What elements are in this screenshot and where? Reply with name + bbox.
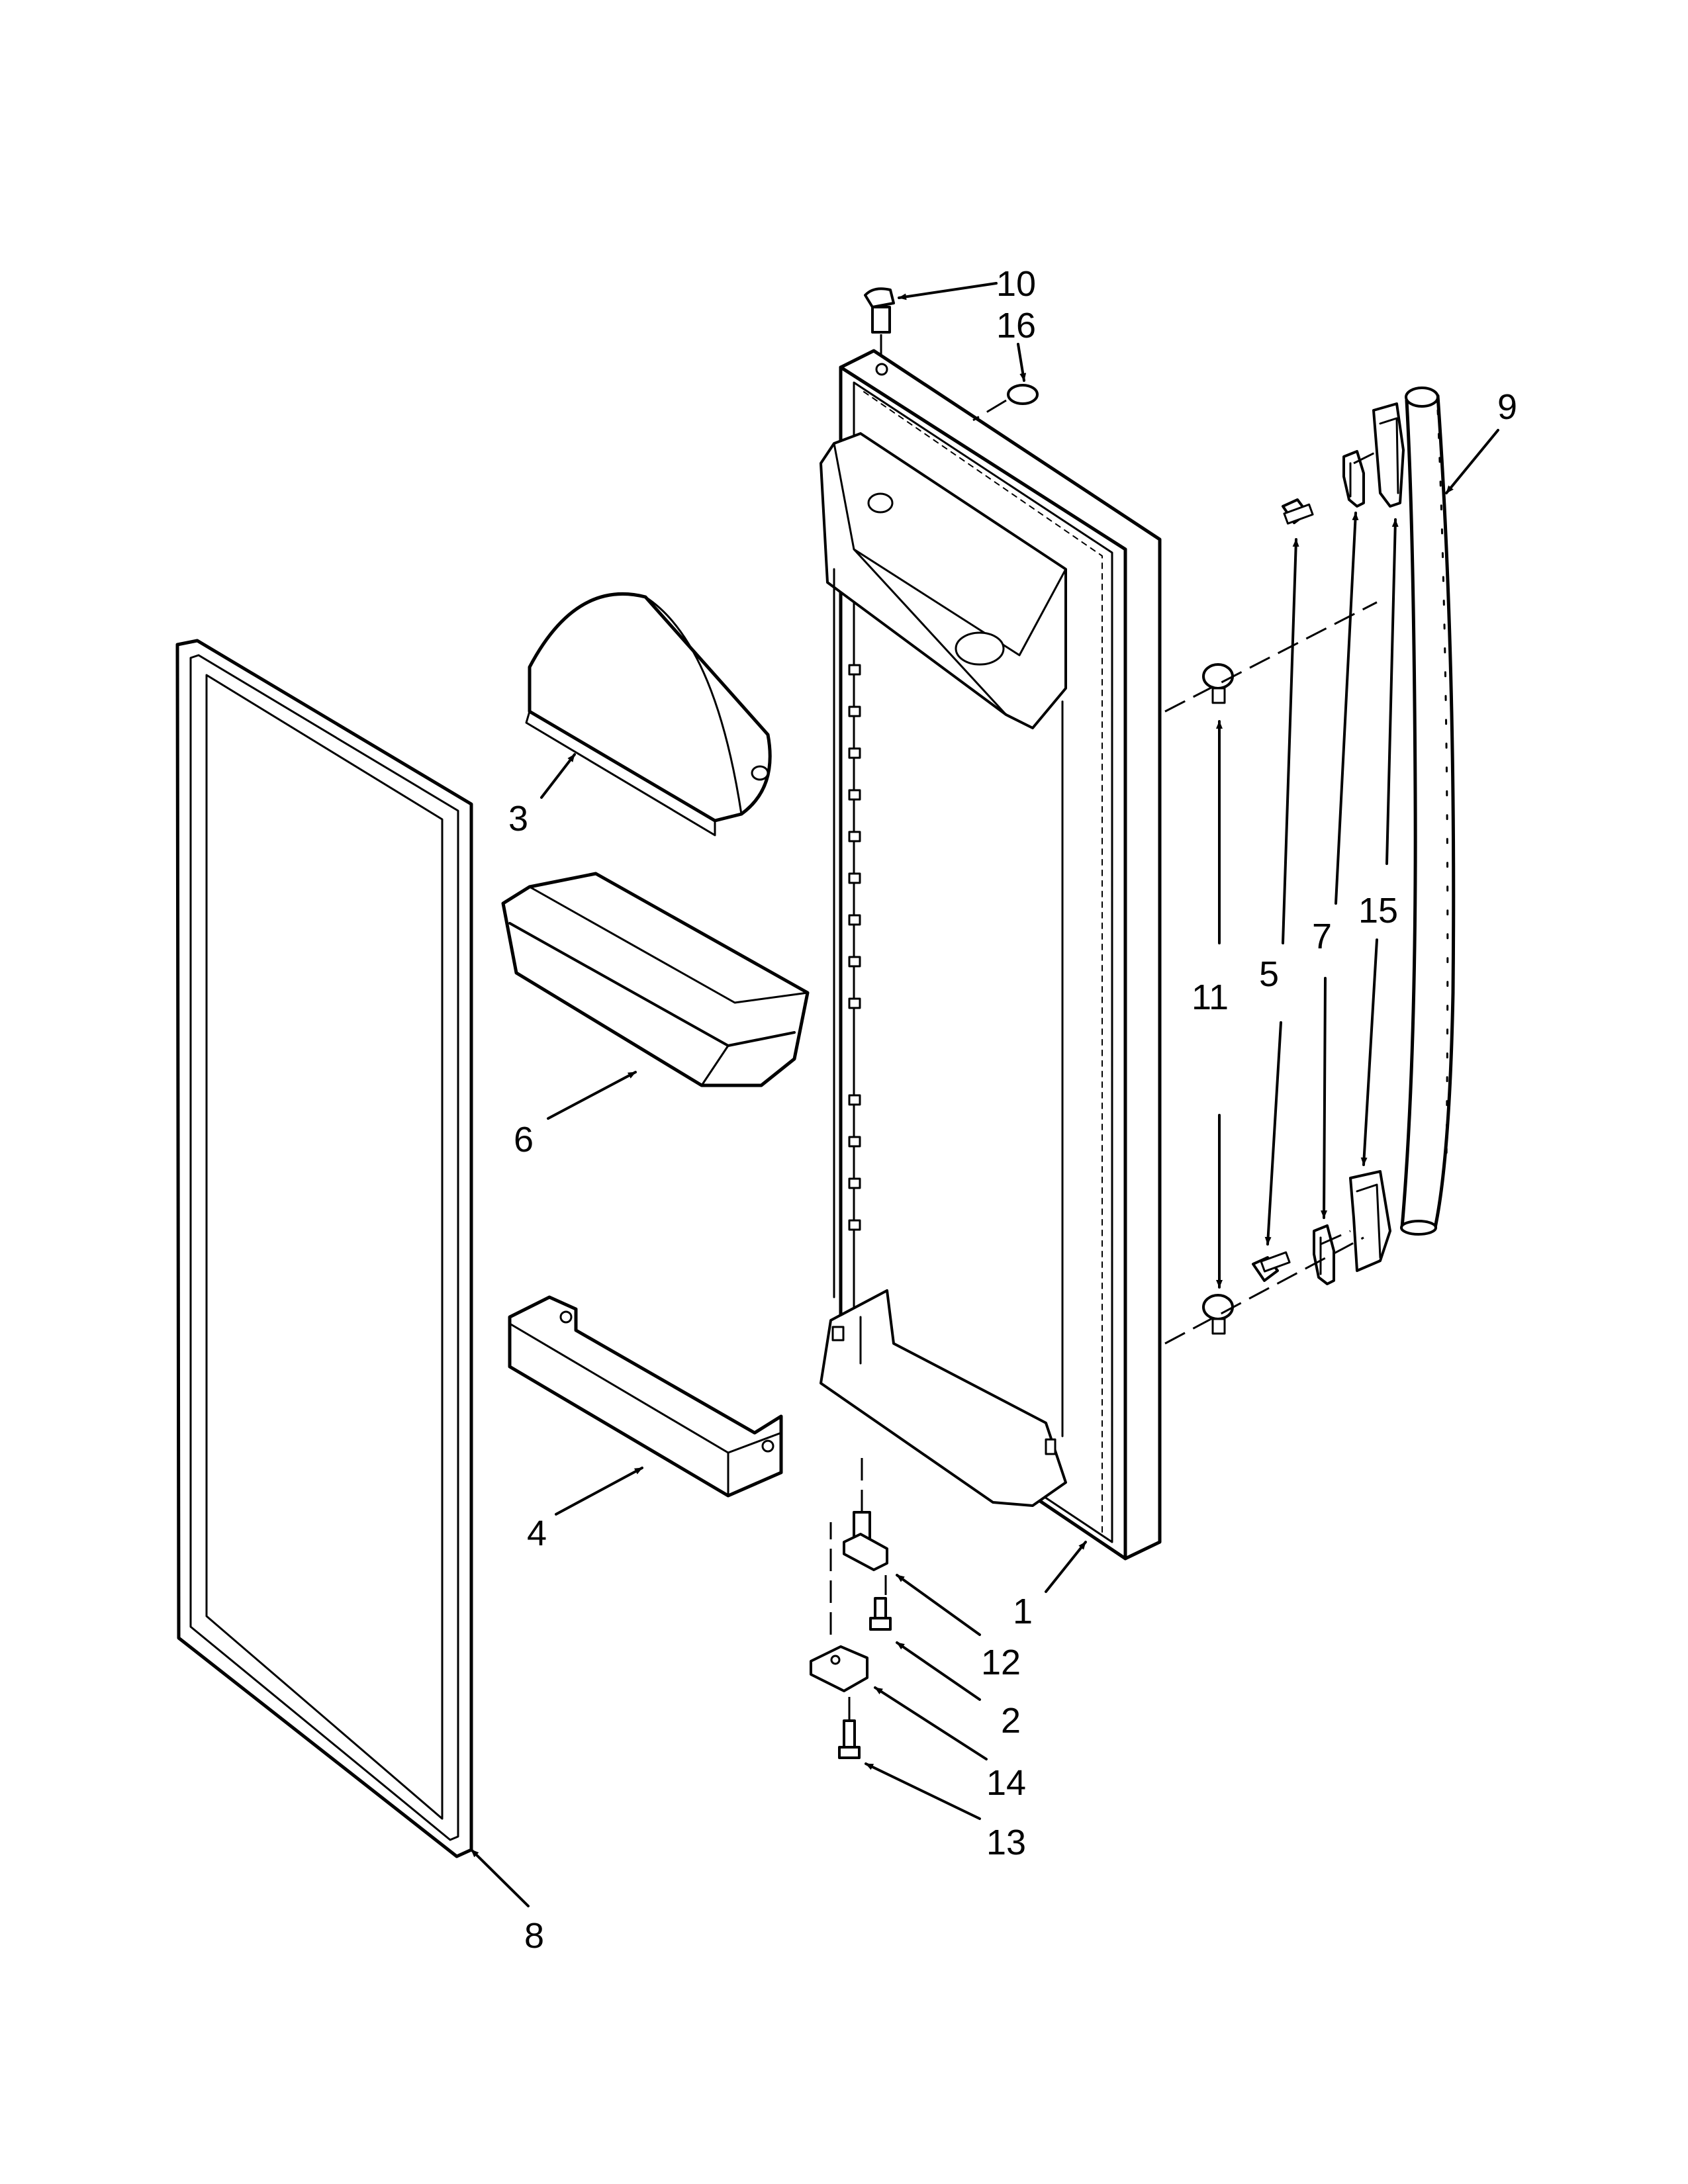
leader-lines (470, 282, 1499, 1907)
callout-1: 1 (1013, 1592, 1033, 1631)
callout-2: 2 (1001, 1701, 1021, 1741)
callout-11: 11 (1192, 978, 1229, 1017)
door-handle-part (1400, 387, 1456, 1236)
callout-14: 14 (986, 1763, 1026, 1803)
liner-clips (848, 664, 861, 1231)
callout-15: 15 (1358, 891, 1398, 931)
washer-part (972, 384, 1039, 422)
hinge-bushing-part (864, 287, 895, 357)
handle-end-cap-top-part (1372, 402, 1405, 508)
handle-bracket-top-part (1342, 450, 1365, 508)
callout-9: 9 (1497, 387, 1517, 427)
handle-bracket-bottom-part (1313, 1224, 1335, 1285)
stud-top-part (1202, 663, 1234, 704)
hinge-bracket-part (810, 1522, 868, 1692)
callout-labels: 10 16 9 3 11 5 7 15 6 4 1 12 2 14 13 8 (508, 264, 1517, 1956)
refrigerator-door-part (820, 349, 1162, 1561)
callout-8: 8 (524, 1916, 544, 1956)
door-shelf-bar-part (508, 1295, 783, 1498)
screw-13-part (838, 1719, 861, 1759)
handle-screw-top-part (1282, 498, 1314, 525)
callout-3: 3 (508, 799, 528, 839)
assembly-axes (848, 449, 1381, 1719)
callout-13: 13 (986, 1823, 1026, 1862)
bottom-hinge-part (843, 1449, 888, 1571)
callout-4: 4 (527, 1514, 547, 1553)
dairy-compartment-part (525, 592, 772, 837)
door-bin-part (501, 872, 810, 1087)
stud-bottom-part (1202, 1294, 1234, 1335)
callout-5: 5 (1259, 954, 1279, 994)
door-gasket-part (175, 639, 473, 1858)
callout-10: 10 (996, 264, 1036, 304)
callout-6: 6 (514, 1120, 534, 1160)
screw-2-part (869, 1597, 892, 1631)
callout-12: 12 (981, 1643, 1021, 1682)
callout-7: 7 (1312, 917, 1332, 956)
handle-screw-bottom-part (1252, 1251, 1291, 1282)
handle-end-cap-bottom-part (1349, 1170, 1391, 1272)
callout-16: 16 (996, 306, 1036, 345)
